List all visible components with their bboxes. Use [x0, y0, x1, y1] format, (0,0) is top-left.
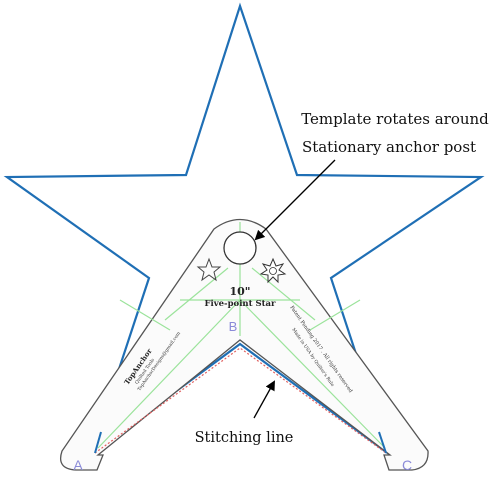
- stitching-annotation: Stitching line: [195, 430, 294, 446]
- template-size-label: 10": [229, 285, 250, 298]
- point-label-b: B: [229, 319, 238, 334]
- point-label-a: A: [73, 457, 83, 473]
- rotate-annotation-line2: Stationary anchor post: [302, 138, 476, 156]
- starburst-icon: [259, 257, 287, 284]
- rotate-arrow: [254, 159, 336, 241]
- template-name-label: Five-point Star: [204, 299, 276, 309]
- star-icon: [196, 257, 222, 282]
- rotate-annotation-line1: Template rotates around: [301, 110, 489, 128]
- guide-lines: [97, 222, 386, 449]
- star-outline: [3, 2, 485, 457]
- left-foot-notch: [94, 431, 102, 454]
- template-body: [59, 218, 429, 471]
- stitching-arrow: [253, 380, 275, 419]
- point-label-c: C: [402, 457, 412, 473]
- anchor-post-hole: [223, 231, 257, 265]
- right-foot-notch: [378, 431, 387, 454]
